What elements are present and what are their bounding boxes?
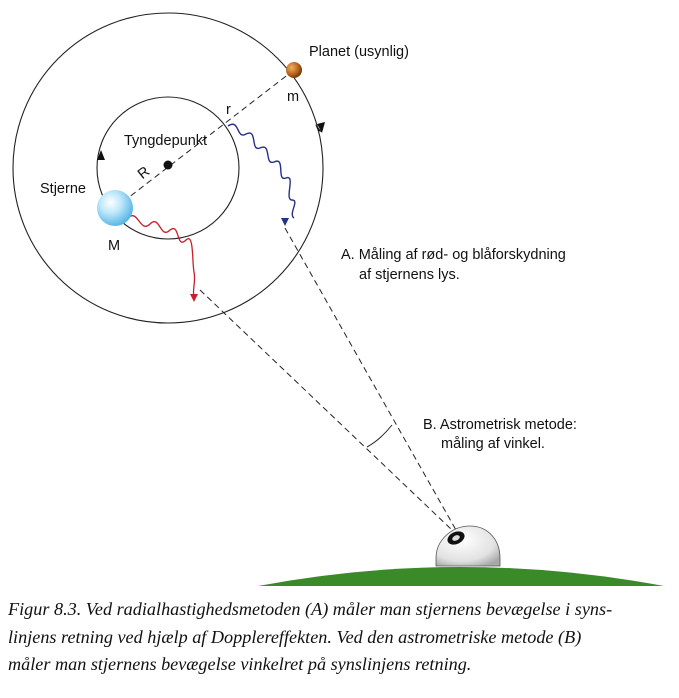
axis-line	[114, 69, 295, 209]
caption-line-1: Figur 8.3. Ved radialhastighedsmetoden (…	[8, 599, 613, 619]
caption-line-3: måler man stjernens bevægelse vinkelret …	[8, 654, 472, 674]
inner-orbit-arrow-icon	[97, 150, 105, 160]
star	[97, 190, 133, 226]
star-orbit	[96, 96, 240, 240]
method-a-line2: af stjernens lys.	[359, 267, 460, 283]
barycenter-label: Tyngdepunkt	[124, 133, 207, 149]
outer-orbit-arrow-head-icon	[317, 122, 325, 133]
planet	[286, 62, 302, 78]
blueshift-arrow-icon	[281, 218, 289, 226]
ground	[258, 567, 664, 586]
method-b-line1: B. Astrometrisk metode:	[423, 417, 577, 433]
planet-label: Planet (usynlig)	[309, 44, 409, 60]
method-b-line2: måling af vinkel.	[441, 436, 545, 452]
sightline-planet	[284, 227, 457, 531]
planet-mass-label: m	[287, 89, 299, 105]
observatory-dome	[435, 525, 501, 567]
angle-arc	[366, 424, 393, 448]
outer-orbit-arrow-icon	[315, 124, 322, 132]
figure-caption: Figur 8.3. Ved radialhastighedsmetoden (…	[8, 596, 676, 679]
method-a-line1: A. Måling af rød- og blåforskydning	[341, 247, 566, 263]
planet-orbit	[12, 12, 324, 324]
redshift-wave	[127, 215, 196, 299]
caption-line-2: linjens retning ved hjælp af Dopplereffe…	[8, 626, 582, 647]
star-label: Stjerne	[40, 181, 86, 197]
orbit-radius-label: r	[226, 102, 231, 118]
star-radius-label: R	[135, 164, 153, 183]
sightline-star	[199, 289, 453, 531]
telescope-lens-icon	[452, 535, 460, 541]
redshift-arrow-icon	[190, 294, 198, 302]
barycenter-dot	[163, 160, 173, 170]
star-mass-label: M	[108, 238, 120, 254]
blueshift-wave	[227, 123, 296, 219]
